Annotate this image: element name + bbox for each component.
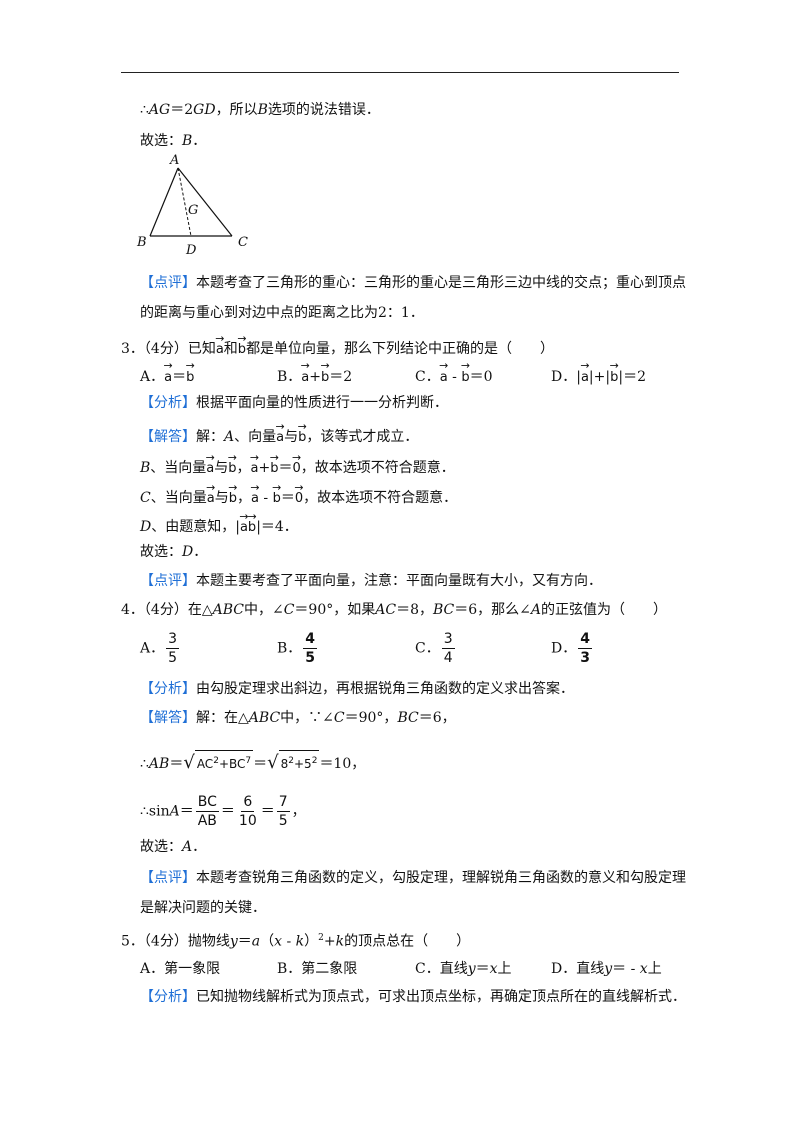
- q4-comment-2: 是解决问题的关键．: [140, 900, 266, 916]
- q4-solution-1: 【解答】解：在△ABC中，∵∠C＝90°，BC＝6，: [140, 710, 456, 726]
- q4-analysis: 【分析】由勾股定理求出斜边，再根据锐角三角函数的定义求出答案．: [140, 681, 574, 697]
- answer-line-q2: 故选：B．: [140, 133, 207, 149]
- q3-answer: 故选：D．: [140, 544, 208, 560]
- label-g: G: [188, 203, 198, 218]
- q3-analysis: 【分析】根据平面向量的性质进行一一分析判断．: [140, 395, 448, 411]
- q3-option-a: A．a＝b: [140, 364, 194, 386]
- q5-option-d: D．直线y＝ - x上: [551, 961, 662, 977]
- q2-comment-line2: 的距离与重心到对边中点的距离之比为2：1．: [140, 305, 424, 321]
- q5-stem: 5．（4分）抛物线y＝a（x - k）2+k的顶点总在（ ）: [121, 933, 471, 950]
- q3-solution-4: D、由题意知，|ab|＝4．: [140, 512, 298, 538]
- sqrt-icon: √: [183, 752, 195, 773]
- q3-solution-3: C、当向量a与b，a - b＝0，故本选项不符合题意．: [140, 483, 457, 509]
- triangle-figure: A B C D G: [136, 153, 248, 258]
- q5-option-b: B．第二象限: [277, 961, 358, 977]
- sqrt-icon: √: [267, 752, 279, 773]
- q3-option-d: D．|a|+|b|＝2: [551, 364, 646, 386]
- q5-analysis: 【分析】已知抛物线解析式为顶点式，可求出顶点坐标，再确定顶点所在的直线解析式．: [140, 989, 686, 1005]
- q4-answer: 故选：A．: [140, 839, 207, 855]
- label-a: A: [169, 153, 179, 168]
- q4-comment-1: 【点评】本题考查锐角三角函数的定义，勾股定理，理解锐角三角函数的意义和勾股定理: [140, 870, 686, 886]
- q5-option-c: C．直线y＝x上: [415, 961, 512, 977]
- header-rule: [121, 72, 679, 73]
- q3-option-b: B．a+b＝2: [277, 364, 352, 386]
- q3-solution-1: 【解答】解：A、向量a与b，该等式才成立．: [140, 422, 418, 448]
- conclusion-line: ∴AG＝2GD，所以B选项的说法错误．: [140, 102, 380, 118]
- q4-stem: 4．（4分）在△ABC中，∠C＝90°，如果AC＝8，BC＝6，那么∠A的正弦值…: [121, 602, 668, 618]
- q5-option-a: A．第一象限: [140, 961, 221, 977]
- q3-option-c: C．a - b＝0: [415, 364, 493, 386]
- q3-solution-2: B、当向量a与b，a+b＝0，故本选项不符合题意．: [140, 453, 455, 479]
- label-b: B: [136, 235, 147, 250]
- q3-stem: 3．（4分）已知a和b都是单位向量，那么下列结论中正确的是（ ）: [121, 334, 554, 360]
- q2-comment-line1: 【点评】本题考查了三角形的重心：三角形的重心是三角形三边中线的交点；重心到顶点: [140, 275, 686, 291]
- q4-solution-2: ∴AB＝√AC2+BC7＝√82+52＝10，: [140, 750, 366, 773]
- label-d: D: [185, 243, 197, 258]
- q3-comment: 【点评】本题主要考查了平面向量，注意：平面向量既有大小，又有方向．: [140, 573, 602, 589]
- label-c: C: [238, 235, 248, 250]
